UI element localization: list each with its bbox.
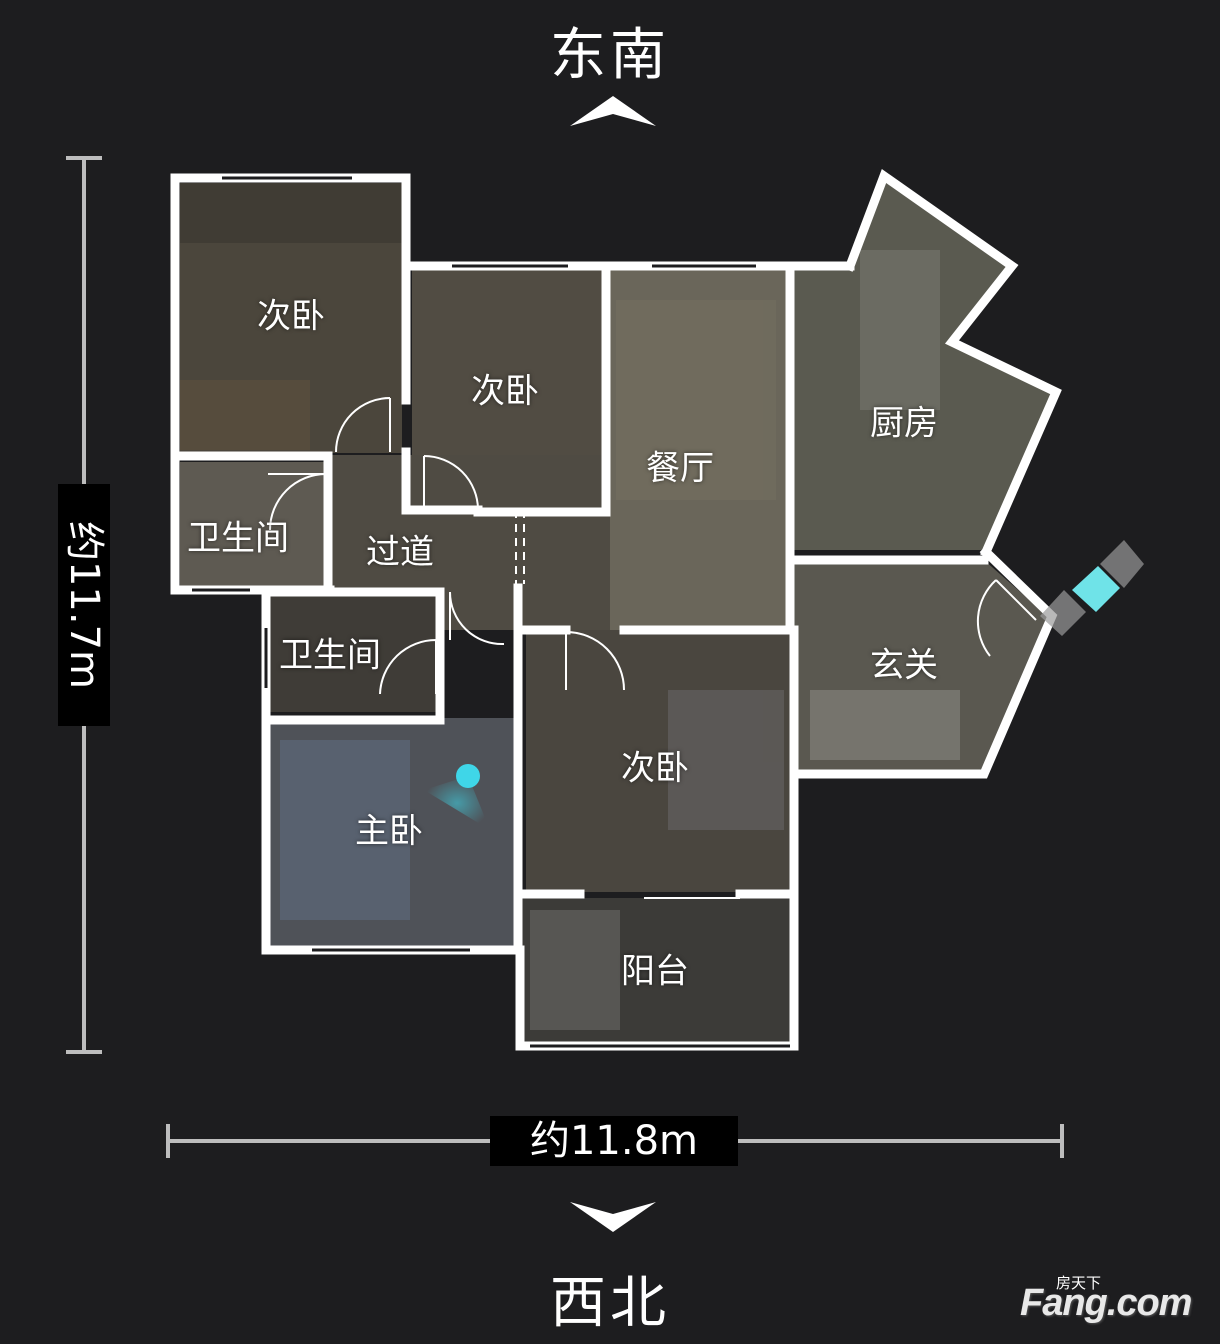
room-fill-master-bedroom	[270, 718, 516, 948]
room-fills	[180, 180, 1054, 1044]
watermark-brand-text: Fang.com	[1020, 1282, 1192, 1324]
room-label-bedroom-top-middle: 次卧	[471, 371, 539, 412]
room-fill-bathroom-middle	[270, 594, 436, 712]
room-fill-balcony	[522, 898, 792, 1044]
room-label-bathroom-middle: 卫生间	[279, 635, 381, 676]
windows	[192, 176, 790, 1048]
chevron-up-icon	[570, 96, 656, 126]
doors	[268, 397, 1037, 899]
floor-details	[180, 183, 960, 1030]
room-fill-bathroom-left	[180, 462, 324, 586]
room-fill-kitchen	[794, 180, 1054, 550]
chevron-down-icon	[570, 1202, 656, 1232]
room-label-kitchen: 厨房	[870, 403, 938, 444]
height-dimension-label: 约11.7m	[61, 520, 107, 690]
room-label-balcony: 阳台	[621, 951, 689, 992]
watermark-logo: 房天下 Fang.com	[1020, 1272, 1210, 1332]
room-fill-bedroom-middle	[526, 630, 790, 892]
room-fill-bedroom-top-left	[180, 183, 402, 453]
room-fill-dining	[606, 270, 788, 630]
height-dimension-box: 约11.7m	[58, 484, 110, 726]
entry-arrows-icon	[1040, 540, 1144, 636]
watermark-small-text: 房天下	[1056, 1274, 1102, 1292]
width-dimension-label: 约11.8m	[490, 1116, 738, 1166]
room-label-corridor: 过道	[366, 532, 434, 573]
compass-top-label: 东南	[550, 23, 670, 88]
position-marker-icon	[424, 764, 490, 830]
room-label-master-bedroom: 主卧	[355, 811, 423, 852]
room-fill-entrance	[794, 560, 1050, 772]
room-label-entrance: 玄关	[870, 645, 938, 686]
room-label-bedroom-middle: 次卧	[621, 748, 689, 789]
compass-bottom-label: 西北	[550, 1271, 670, 1336]
room-label-bedroom-top-left: 次卧	[257, 296, 325, 337]
room-label-bathroom-left: 卫生间	[187, 518, 289, 559]
room-label-dining: 餐厅	[646, 448, 714, 489]
